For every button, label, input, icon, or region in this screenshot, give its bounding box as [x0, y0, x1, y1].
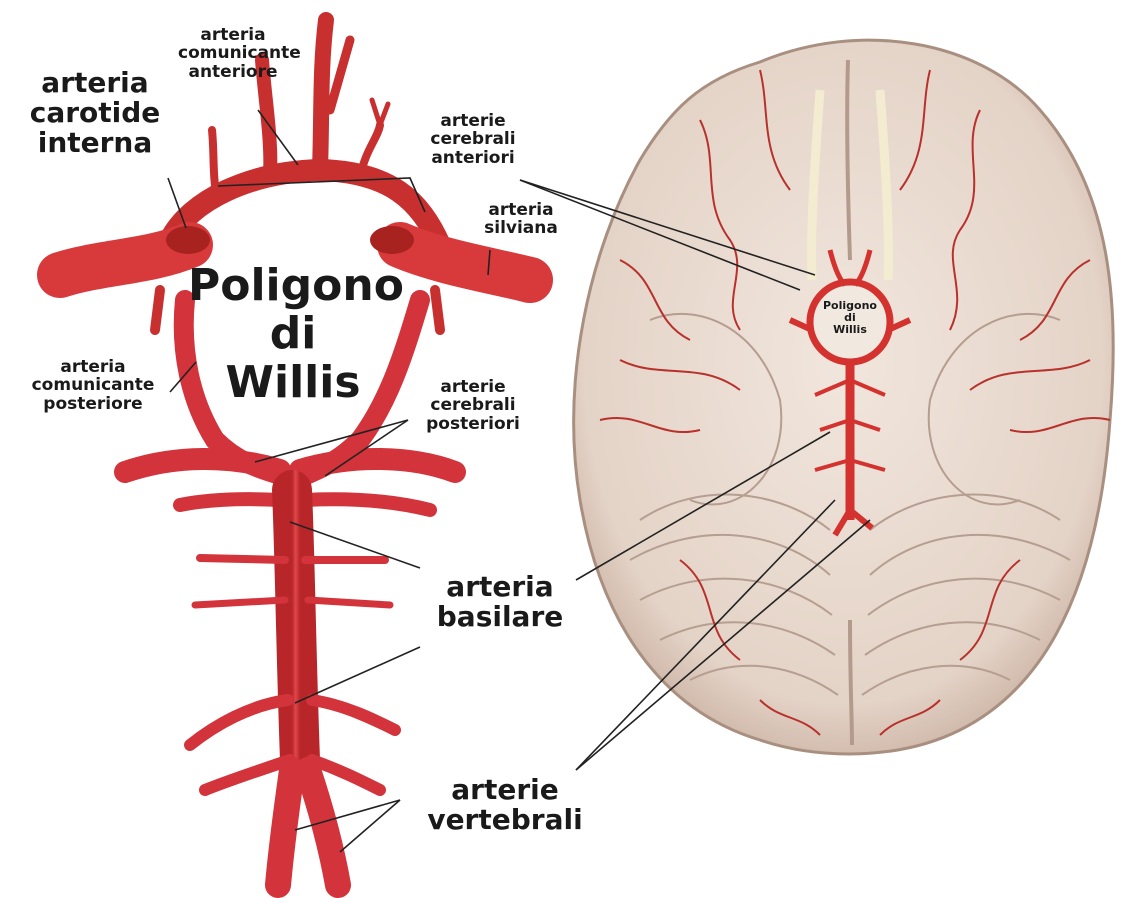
label-anterior-cerebral: arterie cerebrali anteriori: [418, 112, 528, 167]
label-sylvian: arteria silviana: [476, 201, 566, 238]
label-brain-circle-tag: Poligono di Willis: [815, 300, 885, 336]
brain-outline: [574, 40, 1114, 754]
label-anterior-communicating: arteria comunicante anteriore: [178, 26, 288, 81]
brain-illustration: [574, 40, 1114, 754]
anterior-cerebral-branch-2: [320, 20, 326, 170]
vertebral-artery-right: [308, 770, 338, 885]
vertebral-artery-left: [278, 770, 292, 885]
internal-carotid-left: [60, 245, 190, 275]
label-vertebral: arterie vertebrali: [410, 775, 600, 835]
label-posterior-communicating: arteria comunicante posteriore: [18, 358, 168, 413]
internal-carotid-right: [400, 245, 530, 280]
circle-of-willis-title: Poligono di Willis: [188, 262, 398, 407]
basilar-artery: [292, 490, 300, 760]
label-basilar: arteria basilare: [420, 572, 580, 632]
label-posterior-cerebral: arterie cerebrali posteriori: [418, 378, 528, 433]
label-internal-carotid: arteria carotide interna: [20, 68, 170, 159]
cerebellar-fissure: [850, 620, 852, 745]
